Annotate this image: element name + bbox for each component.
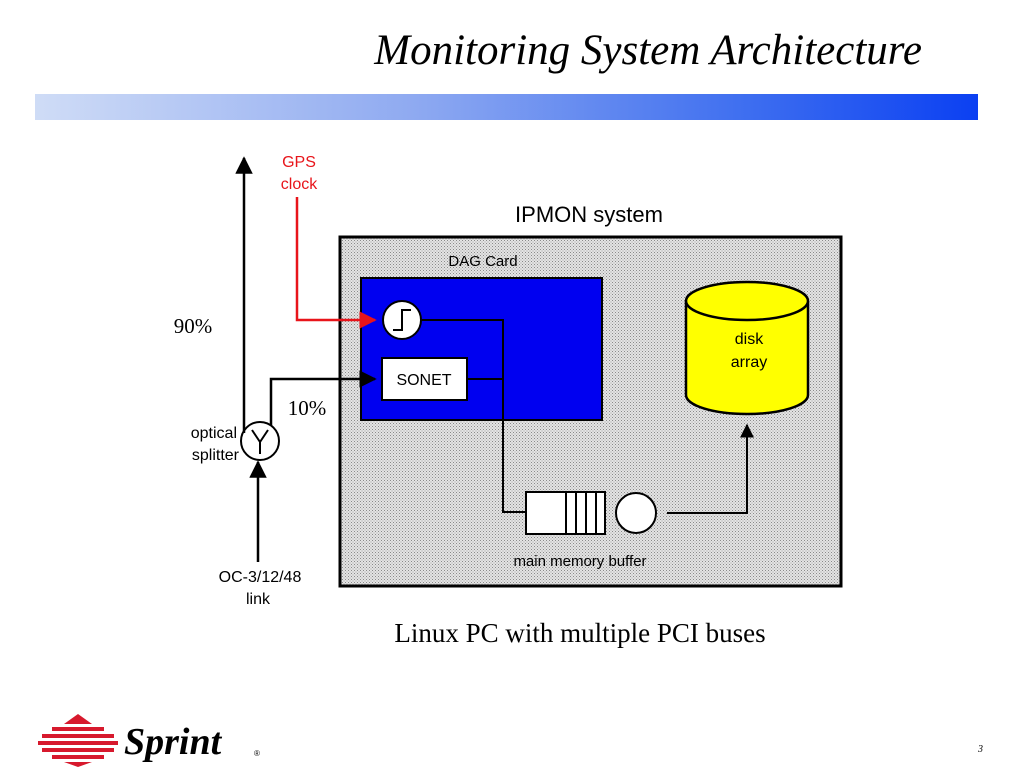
dag-card-label: DAG Card xyxy=(448,253,517,270)
processor-circle xyxy=(615,492,657,534)
gps-clock-label-line2: clock xyxy=(281,176,318,193)
clock-to-buffer-line xyxy=(421,319,543,519)
sprint-logo-text: Sprint xyxy=(124,721,223,763)
link-label-line2: link xyxy=(246,591,271,608)
splitter-label-line2: splitter xyxy=(192,447,240,464)
diagram-caption: Linux PC with multiple PCI buses xyxy=(394,618,766,648)
disk-array-top xyxy=(684,280,810,322)
link-label-line1: OC-3/12/48 xyxy=(219,569,302,586)
disk-array-body xyxy=(684,301,810,416)
output-10-line xyxy=(269,370,377,426)
title-gradient-bar xyxy=(35,94,978,120)
sprint-logo: Sprint ® xyxy=(38,714,260,767)
gps-clock-label-line1: GPS xyxy=(282,154,316,171)
sonet-label: SONET xyxy=(396,372,451,389)
ipmon-system-label: IPMON system xyxy=(515,202,663,227)
page-number: 3 xyxy=(978,744,983,755)
memory-buffer-label: main memory buffer xyxy=(513,553,646,570)
gps-signal-line xyxy=(295,197,377,329)
sprint-diamond-icon xyxy=(38,714,118,767)
percent-10-label: 10% xyxy=(288,396,327,420)
trademark-mark: ® xyxy=(254,749,260,758)
splitter-label-line1: optical xyxy=(191,425,237,442)
slide-title: Monitoring System Architecture xyxy=(374,27,922,74)
clock-step-icon xyxy=(393,309,411,331)
disk-array-label-line1: disk xyxy=(735,331,764,348)
disk-array-label-line2: array xyxy=(731,354,767,371)
buffer-to-disk-line xyxy=(667,423,754,514)
percent-90-label: 90% xyxy=(174,314,213,338)
